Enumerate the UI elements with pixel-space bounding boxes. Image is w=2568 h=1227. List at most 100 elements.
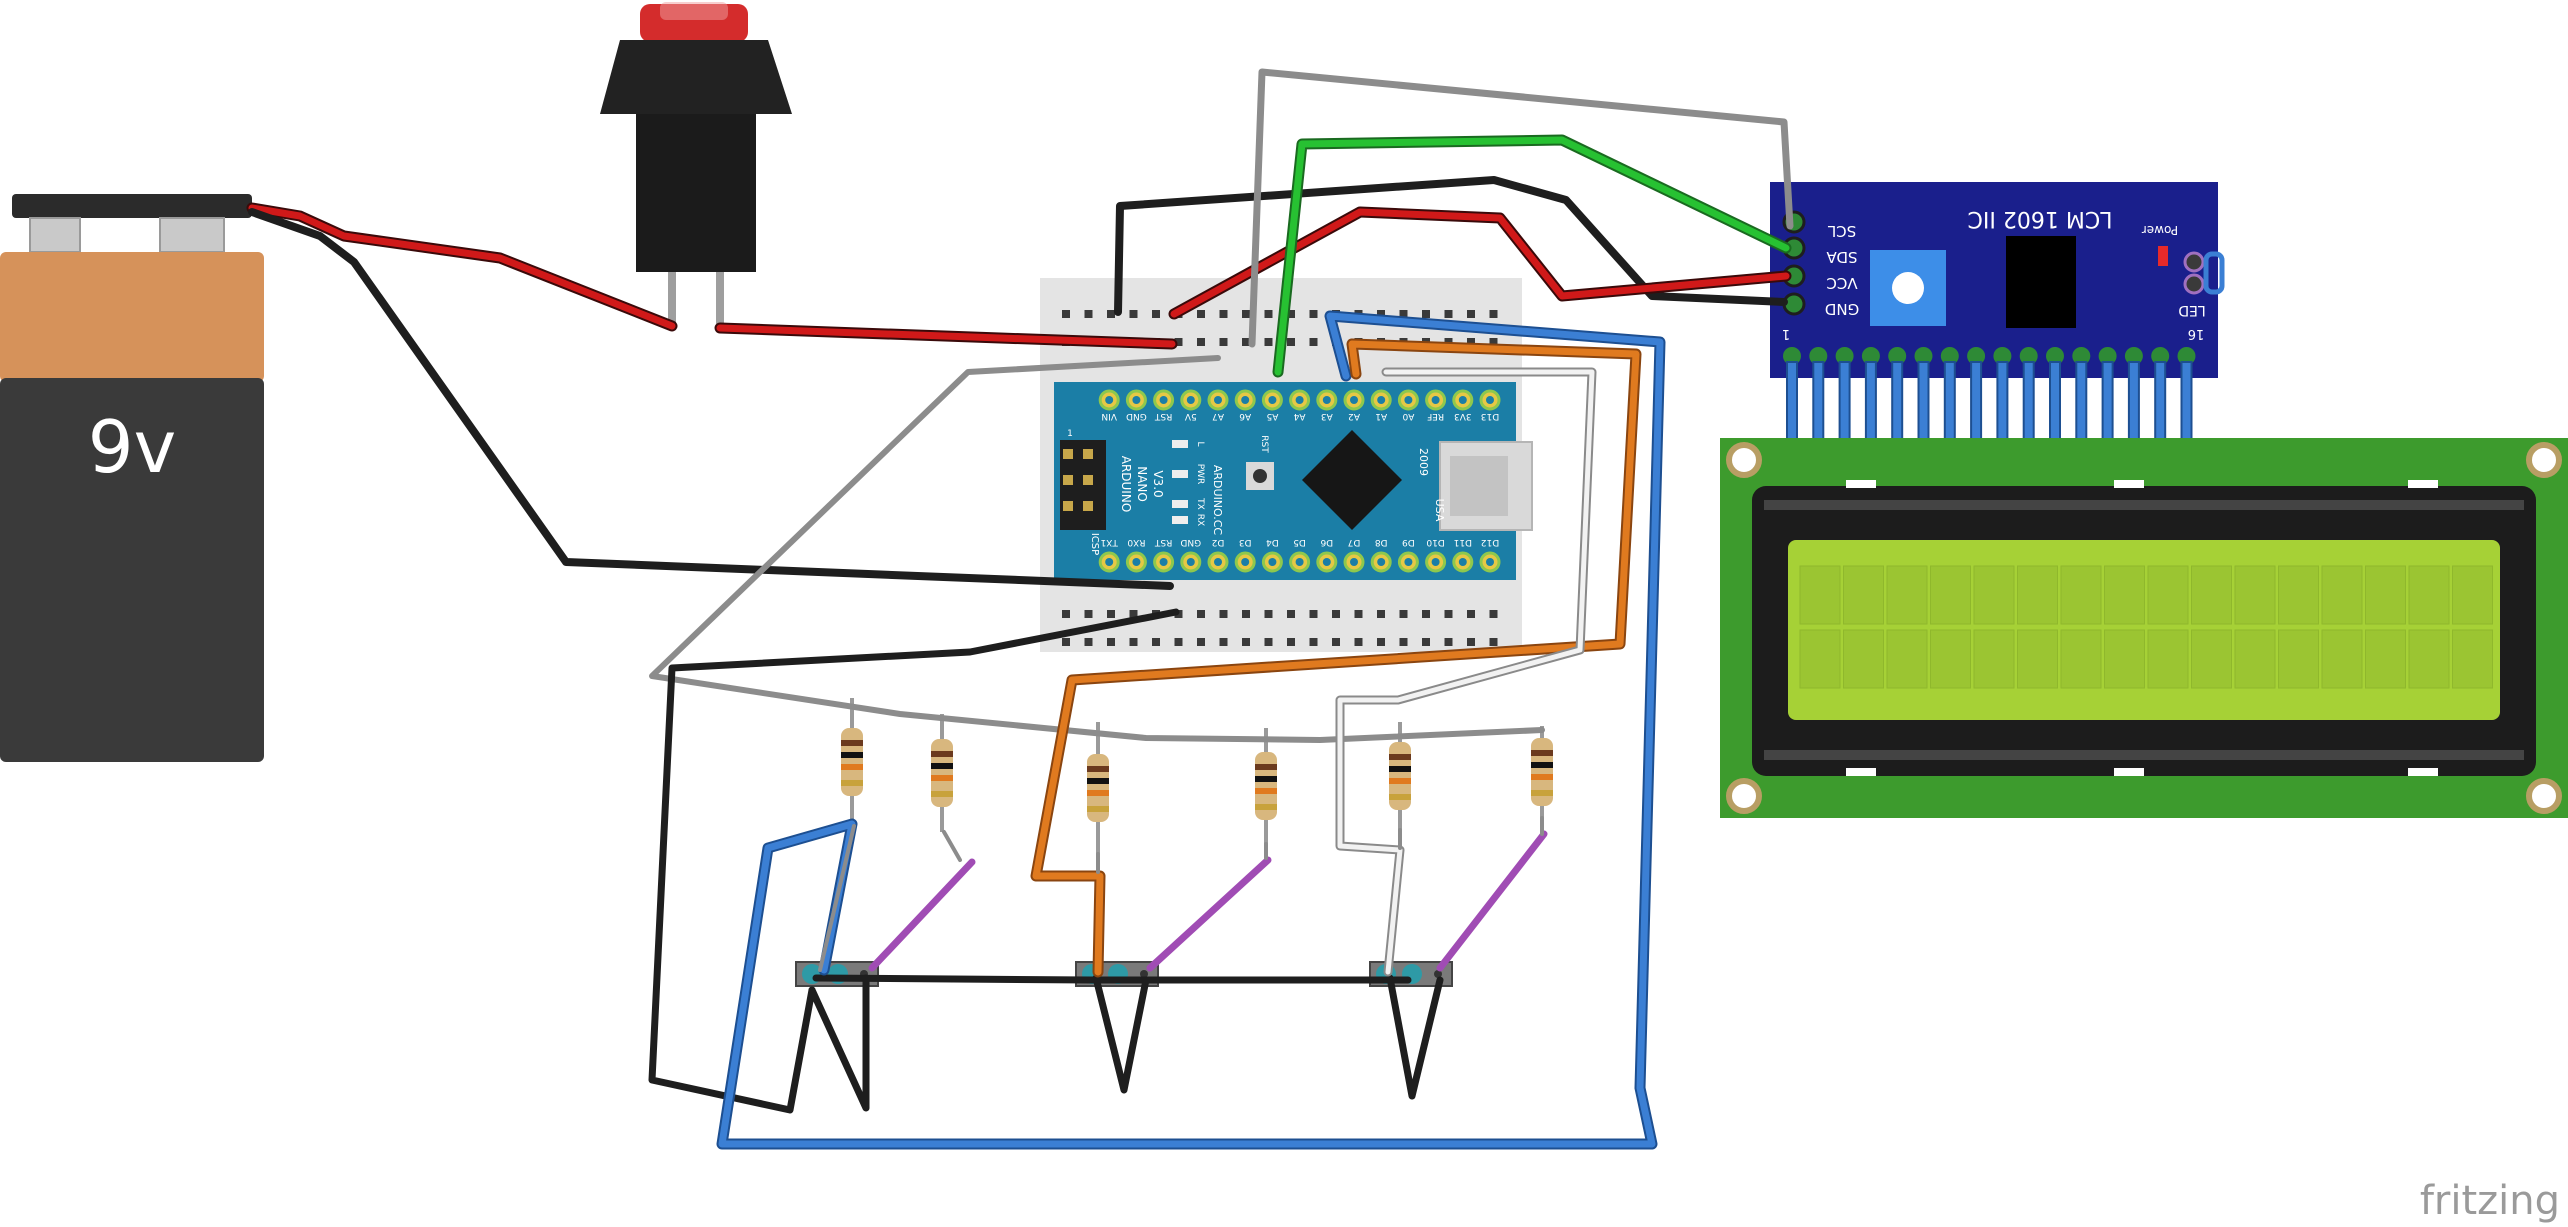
lcd-tab-6 [2408,768,2438,776]
nano-year-text: 2009 [1417,448,1430,476]
icsp-pin [1063,449,1073,459]
nano-pwr-text: PWR [1195,464,1205,485]
resistor-band [1255,788,1277,794]
resistor-band [1255,804,1277,810]
wire-purple-1 [868,858,976,972]
i2c-bottom-pin [2046,347,2064,365]
nano-board-text-2: NANO [1135,466,1149,502]
i2c-potentiometer-knob [1892,272,1924,304]
breadboard-hole [1377,310,1385,318]
nano-bottom-pin-hole [1404,558,1413,566]
i2c-led-label: LED [2178,302,2205,318]
resistor-band [931,763,953,769]
nano-bottom-pin-hole [1214,558,1222,566]
led-tx [1172,500,1188,508]
lcd-cell [2060,629,2102,689]
breadboard-hole [1062,610,1070,618]
lcd-1602 [1720,438,2568,818]
breadboard-hole [1219,310,1228,318]
i2c-bottom-pin [1888,347,1907,365]
breadboard-hole [1422,310,1430,318]
breadboard-hole [1489,610,1498,618]
push-button-collar [600,40,792,114]
wire-purple-2 [1146,856,1272,972]
icsp-pins [1063,449,1093,511]
nano-bottom-pin-label: D7 [1348,537,1361,547]
nano-cc-text: ARDUINO.CC [1211,465,1224,536]
wire-switch-3-loop [1386,974,1444,1100]
breadboard-hole [1467,338,1475,346]
atmega-chip [1302,430,1402,530]
nano-bottom-pin-label: D4 [1266,537,1279,547]
breadboard-hole [1399,310,1408,318]
i2c-bottom-pin [1861,347,1880,365]
lcd-cell [1799,629,1841,689]
breadboard-hole [1129,610,1138,618]
resistor-band [1087,806,1109,812]
nano-rst-text: RST [1259,435,1269,453]
breadboard-hole [1062,638,1070,646]
icsp-pin [1063,501,1073,511]
breadboard-hole [1197,638,1205,646]
slide-switch-screw [1140,970,1148,978]
battery-terminal-positive [159,217,225,253]
i2c-bottom-pin [2151,347,2170,365]
breadboard-hole [1219,610,1228,618]
led-pwr [1172,470,1188,478]
lcd-cell [1886,565,1928,625]
resistor-band [1389,754,1411,760]
breadboard-hole [1422,638,1430,646]
breadboard-hole [1309,310,1318,318]
battery-terminal-negative [29,217,81,253]
battery-body [0,378,264,762]
resistor-band [1389,766,1411,772]
i2c-bottom-pin [1940,347,1959,365]
lcd-cell [2017,565,2058,625]
lcd-cell [2278,565,2319,625]
breadboard-hole [1309,638,1318,646]
breadboard-hole [1332,638,1340,646]
reset-button-cap [1253,469,1267,483]
nano-top-pin-label: D13 [1481,411,1499,421]
nano-top-pin-hole [1431,396,1440,404]
breadboard-hole [1309,610,1318,618]
nano-top-pin-hole [1322,396,1331,404]
wire-battery-positive [248,204,676,330]
nano-bottom-pin-hole [1105,558,1114,566]
breadboard-hole [1444,610,1453,618]
nano-top-pin-hole [1186,396,1195,404]
nano-pin-labels: D133V3REFA0A1A2A3A4A5A6A75VRSTGNDVIND12D… [1101,411,1500,547]
lcd-cell [2321,629,2363,689]
icsp-pin [1083,475,1093,485]
resistor-band [1389,778,1411,784]
nano-bottom-pin-label: D9 [1402,537,1415,547]
nano-bottom-pin-hole [1458,558,1467,566]
wire-vcc-to-i2c [1170,208,1790,318]
i2c-pin-label-gnd: GND [1825,300,1859,318]
nano-usa-text: USA [1433,499,1446,522]
nano-top-pin-hole [1241,396,1250,404]
i2c-bottom-pin [2124,347,2143,365]
breadboard-hole [1332,610,1340,618]
i2c-pin-first-label: 1 [1782,326,1790,341]
lcd-cell [2365,565,2406,625]
breadboard-hole [1197,338,1205,346]
wire-scl [1248,68,1794,348]
resistor-band [841,764,863,770]
icsp-pin [1083,501,1093,511]
resistor-band [1087,790,1109,796]
i2c-power-label: Power [2142,223,2178,237]
lcd-cell [2017,629,2058,689]
breadboard-hole [1264,610,1273,618]
wires [246,68,1794,1150]
breadboard-hole [1242,338,1250,346]
breadboard-hole [1377,610,1385,618]
led-l [1172,440,1188,448]
resistor-band [1531,790,1553,796]
wire-switch-1-loop [808,974,870,1112]
breadboard-hole [1174,638,1183,646]
breadboard-hole [1467,610,1475,618]
lcd-bezel-bottom-line [1764,750,2524,760]
led-jumper-pin-2 [2183,273,2205,295]
breadboard-hole [1467,638,1475,646]
